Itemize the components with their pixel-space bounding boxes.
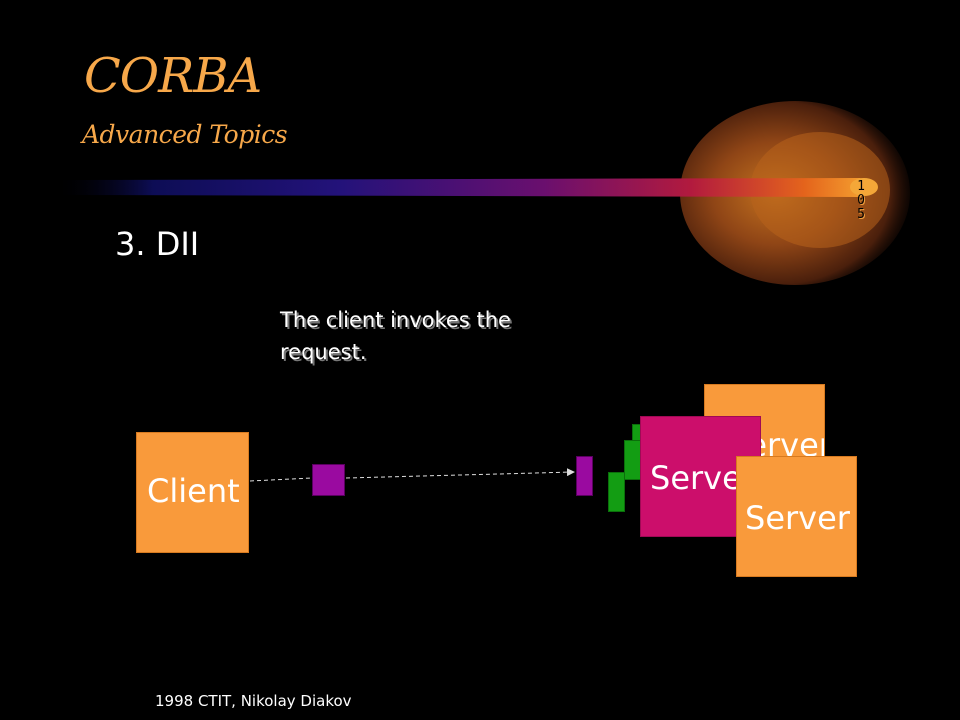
request-object-arrived — [576, 456, 593, 496]
client-box — [136, 432, 249, 553]
section-heading: 3. DII — [115, 225, 200, 263]
client-label: Client — [147, 472, 240, 510]
page-number-digit: 0 — [857, 193, 865, 208]
connector-line — [249, 477, 313, 482]
slide-title: CORBA — [84, 48, 262, 104]
skeleton-stub — [608, 472, 625, 512]
server-box-front: Server — [736, 456, 857, 577]
footer-credit: 1998 CTIT, Nikolay Diakov — [155, 692, 352, 710]
server-label: Server — [745, 499, 850, 537]
step-caption: The client invokes the request. — [280, 308, 511, 364]
request-object — [312, 464, 345, 496]
page-number-digit: 1 — [857, 179, 865, 194]
request-arrow — [345, 468, 575, 479]
page-number: 1 0 5 — [852, 180, 870, 222]
page-number-digit: 5 — [857, 207, 865, 222]
skeleton-stub — [624, 440, 641, 480]
slide-subtitle: Advanced Topics — [82, 120, 288, 149]
